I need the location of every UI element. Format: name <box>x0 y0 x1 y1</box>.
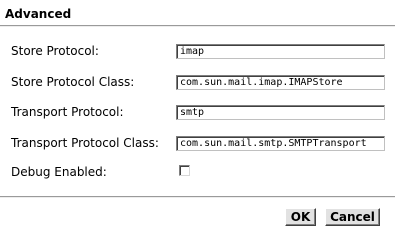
store-protocol-class-input[interactable] <box>176 75 385 90</box>
store-protocol-label: Store Protocol: <box>11 44 99 58</box>
debug-enabled-label: Debug Enabled: <box>11 165 107 179</box>
transport-protocol-class-label: Transport Protocol Class: <box>11 136 159 150</box>
transport-protocol-label: Transport Protocol: <box>11 105 124 119</box>
transport-protocol-input[interactable] <box>176 105 385 120</box>
debug-enabled-checkbox[interactable] <box>179 165 190 176</box>
section-title: Advanced <box>5 7 72 21</box>
ok-button[interactable]: OK <box>285 208 316 226</box>
cancel-button[interactable]: Cancel <box>325 208 380 226</box>
footer-divider <box>0 196 395 198</box>
transport-protocol-class-input[interactable] <box>176 136 385 151</box>
header-divider <box>0 25 395 27</box>
store-protocol-class-label: Store Protocol Class: <box>11 75 135 89</box>
store-protocol-input[interactable] <box>176 44 385 59</box>
